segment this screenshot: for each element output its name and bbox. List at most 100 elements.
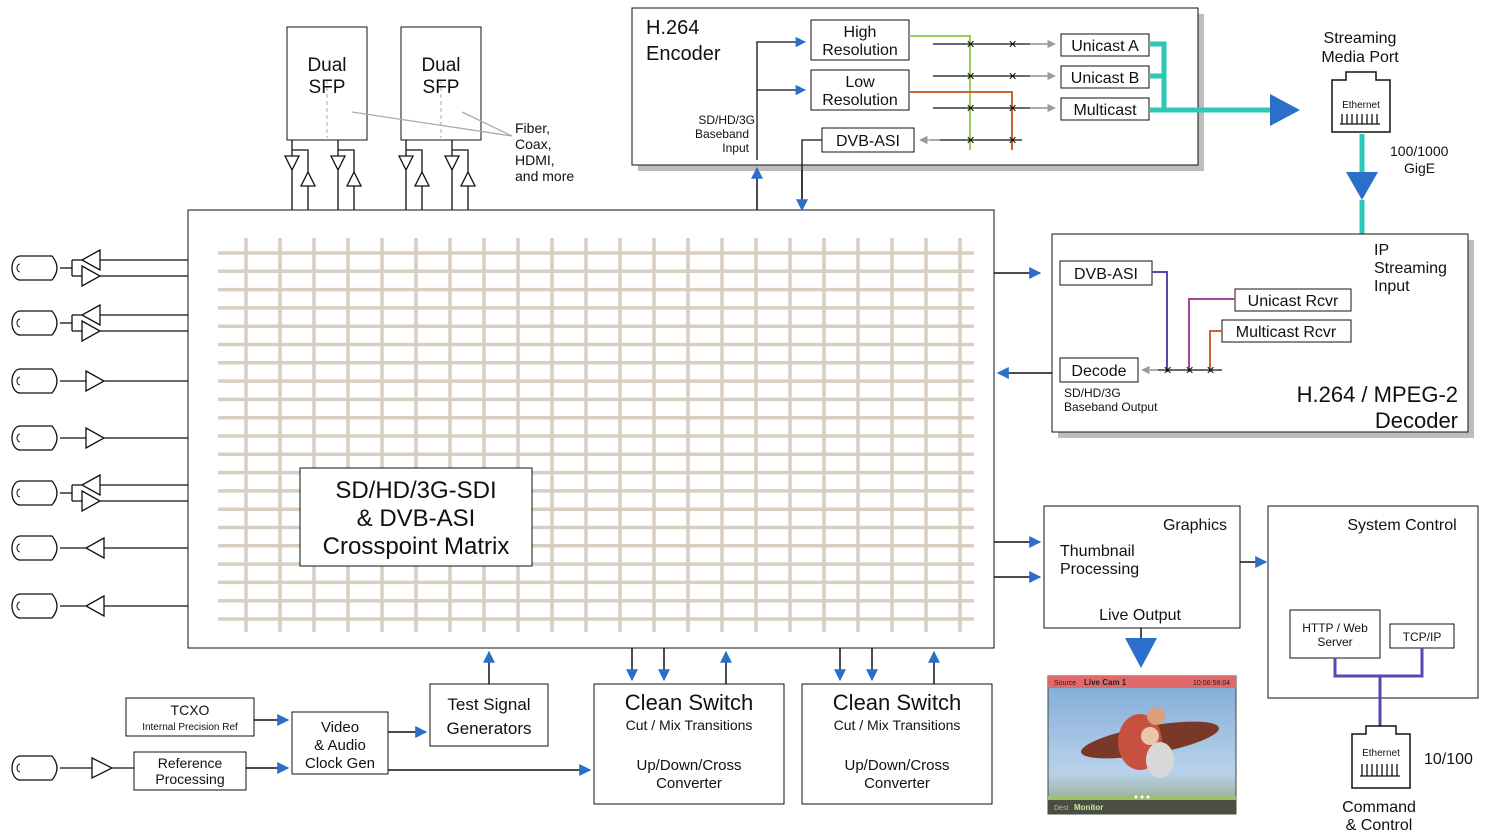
encoder-multicast: Multicast: [1073, 102, 1137, 119]
clean-switch-2-conv1: Up/Down/Cross: [844, 757, 949, 774]
svg-text:✕: ✕: [1185, 365, 1194, 377]
streaming-media-port: Streaming Media Port Ethernet 100/1000 G…: [1321, 30, 1448, 176]
command-control-port: Ethernet 10/100 Command & Control: [1342, 725, 1473, 834]
sfp-amplifier-pair: [443, 140, 477, 210]
svg-text:✕: ✕: [966, 103, 975, 115]
sfp-media-fiber: Fiber,: [515, 120, 550, 136]
tcxo-sublabel: Internal Precision Ref: [142, 722, 238, 733]
sfp-module-2: Dual SFP: [400, 26, 482, 141]
stream-arrow-down: [1346, 172, 1378, 200]
sfp-2-label-line2: SFP: [423, 77, 460, 98]
encoder-dvb-asi-label: DVB-ASI: [836, 133, 900, 150]
sfp-media-callout: Fiber, Coax, HDMI, and more: [351, 111, 574, 184]
clean-switch-1-sub: Cut / Mix Transitions: [626, 717, 753, 733]
test-signal-line2: Generators: [446, 719, 531, 738]
graphics-title: Graphics: [1163, 517, 1227, 534]
sfp-media-more: and more: [515, 168, 574, 184]
ip-streaming-line3: Input: [1374, 278, 1410, 295]
command-label-line2: & Control: [1346, 817, 1413, 834]
encoder-high-res-line1: High: [844, 24, 877, 41]
encoder-unicast-a: Unicast A: [1071, 38, 1139, 55]
monitor-thumbnail: Source Live Cam 1 10:06:58:04 Dest Monit…: [1047, 675, 1237, 815]
clean-switch-1-conv2: Converter: [656, 775, 722, 792]
bnc-connector: [11, 535, 188, 561]
reference-bnc: [11, 755, 134, 781]
monitor-dest-name: Monitor: [1074, 803, 1103, 812]
ethernet-port-icon: Ethernet: [1342, 100, 1380, 111]
command-speed: 10/100: [1424, 751, 1473, 768]
svg-text:✕: ✕: [1008, 71, 1017, 83]
decoder-title-line2: Decoder: [1375, 408, 1458, 433]
h264-mpeg2-decoder: IP Streaming Input DVB-ASI Unicast Rcvr …: [1051, 233, 1474, 438]
decoder-decode: Decode: [1071, 363, 1126, 380]
system-http-line1: HTTP / Web: [1302, 621, 1368, 635]
svg-text:✕: ✕: [1008, 103, 1017, 115]
svg-text:✕: ✕: [1008, 39, 1017, 51]
sfp-amplifiers: [283, 140, 477, 210]
encoder-high-res-line2: Resolution: [822, 42, 898, 59]
streaming-port-line2: Media Port: [1321, 49, 1399, 66]
command-label-line1: Command: [1342, 799, 1416, 816]
encoder-input-line1: SD/HD/3G: [698, 113, 755, 127]
clock-gen-line1: Video: [321, 719, 359, 736]
matrix-label-line1: SD/HD/3G-SDI: [335, 477, 496, 504]
bnc-connector: [11, 593, 188, 619]
system-tcpip: TCP/IP: [1403, 630, 1442, 644]
ip-streaming-line2: Streaming: [1374, 260, 1447, 277]
ip-streaming-line1: IP: [1374, 242, 1389, 259]
clean-switch-1: Clean Switch Cut / Mix Transitions Up/Do…: [593, 648, 785, 805]
clean-switch-2-title: Clean Switch: [833, 690, 961, 715]
reference-processing-line1: Reference: [158, 755, 223, 771]
clock-reference-section: TCXO Internal Precision Ref Reference Pr…: [125, 650, 592, 791]
decoder-title-line1: H.264 / MPEG-2: [1297, 382, 1458, 407]
sfp-amplifier-pair: [283, 140, 317, 210]
svg-text:✕: ✕: [1163, 365, 1172, 377]
svg-text:✕: ✕: [1206, 365, 1215, 377]
clock-gen-line2: & Audio: [314, 737, 366, 754]
graphics-block: Graphics Thumbnail Processing Live Outpu…: [1043, 505, 1241, 629]
live-output-arrow: [1125, 638, 1157, 668]
graphics-live-output: Live Output: [1099, 607, 1181, 624]
system-control-title: System Control: [1347, 517, 1456, 534]
sfp-1-label-line2: SFP: [309, 77, 346, 98]
decoder-output-line2: Baseband Output: [1064, 400, 1158, 414]
system-control-block: System Control HTTP / Web Server TCP/IP: [1267, 505, 1479, 730]
monitor-dest-label: Dest: [1054, 805, 1068, 812]
sfp-2-label-line1: Dual: [421, 55, 460, 76]
sfp-module-1: Dual SFP: [286, 26, 368, 141]
bnc-connectors: [11, 248, 188, 619]
clean-switch-1-title: Clean Switch: [625, 690, 753, 715]
encoder-title-line1: H.264: [646, 17, 699, 39]
decoder-output-line1: SD/HD/3G: [1064, 386, 1121, 400]
graphics-thumb-line2: Processing: [1060, 561, 1139, 578]
decoder-dvb-asi: DVB-ASI: [1074, 266, 1138, 283]
sfp-1-label-line1: Dual: [307, 55, 346, 76]
sfp-media-coax: Coax,: [515, 136, 552, 152]
streaming-speed-line1: 100/1000: [1390, 143, 1449, 159]
svg-text:✕: ✕: [966, 71, 975, 83]
streaming-port-line1: Streaming: [1324, 30, 1397, 47]
clean-switch-1-conv1: Up/Down/Cross: [636, 757, 741, 774]
h264-encoder: H.264 Encoder SD/HD/3G Baseband Input Hi…: [631, 7, 1204, 210]
encoder-input-line2: Baseband: [695, 127, 749, 141]
reference-processing-line2: Processing: [155, 771, 224, 787]
test-signal-line1: Test Signal: [447, 695, 530, 714]
encoder-title-line2: Encoder: [646, 43, 721, 65]
decoder-multicast-rcvr: Multicast Rcvr: [1236, 324, 1337, 341]
graphics-thumb-line1: Thumbnail: [1060, 543, 1135, 560]
bnc-connector: [11, 368, 188, 394]
clean-switch-2-conv2: Converter: [864, 775, 930, 792]
streaming-speed-line2: GigE: [1404, 160, 1435, 176]
tcxo-label: TCXO: [171, 702, 210, 718]
system-http-line2: Server: [1317, 635, 1352, 649]
bnc-connector: [11, 425, 188, 451]
svg-text:✕: ✕: [966, 135, 975, 147]
sfp-amplifier-pair: [329, 140, 363, 210]
bnc-connector: [11, 248, 188, 288]
svg-text:✕: ✕: [1008, 135, 1017, 147]
matrix-label-line3: Crosspoint Matrix: [323, 533, 510, 560]
crosspoint-matrix: SD/HD/3G-SDI & DVB-ASI Crosspoint Matrix: [187, 209, 995, 649]
sfp-amplifier-pair: [397, 140, 431, 210]
bnc-connector: [11, 303, 188, 343]
